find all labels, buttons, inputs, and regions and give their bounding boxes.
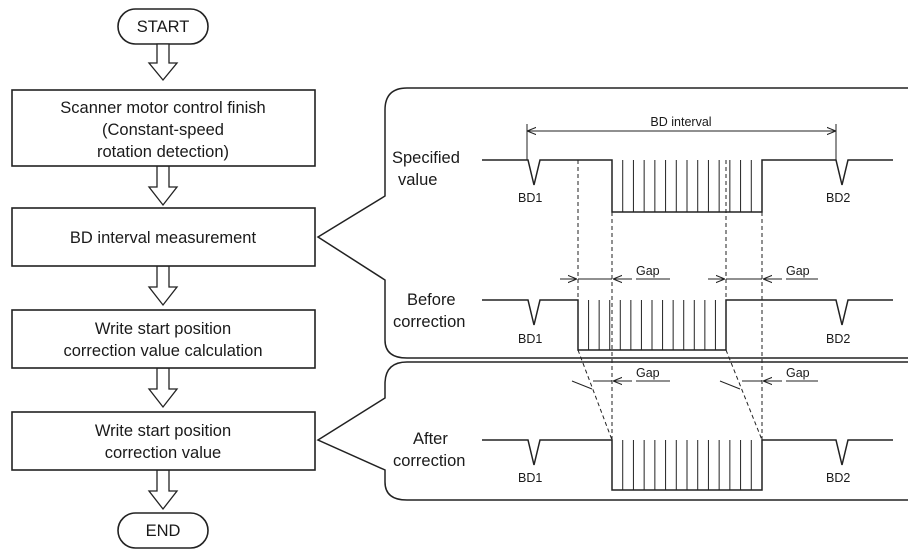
timing-specified: Specified value BD1 BD2 BD interval [392, 115, 893, 213]
after-label-1: After [413, 430, 448, 448]
end-terminal [117, 512, 209, 549]
after-gap-label-right: Gap [786, 366, 810, 380]
before-label-2: correction [393, 313, 465, 331]
flow-arrow-2 [147, 165, 179, 207]
after-bd2: BD2 [826, 471, 850, 485]
start-label: START [137, 18, 190, 36]
specified-label-1: Specified [392, 149, 460, 167]
end-label: END [146, 522, 181, 540]
before-label-1: Before [407, 291, 456, 309]
step-3-line-1: Write start position [95, 320, 231, 338]
step-2-line-1: BD interval measurement [70, 229, 257, 247]
step-scanner-motor-control [11, 89, 316, 167]
after-bd1: BD1 [518, 471, 542, 485]
after-label-2: correction [393, 452, 465, 470]
specified-data-block [622, 160, 752, 212]
after-gap-label-left: Gap [636, 366, 660, 380]
flow-arrow-4 [147, 367, 179, 409]
before-data-block [588, 300, 716, 350]
projection-lines [577, 160, 763, 441]
step-1-line-3: rotation detection) [97, 143, 229, 161]
before-gap-label-right: Gap [786, 264, 810, 278]
flow-arrow-5 [147, 469, 179, 511]
step-bd-interval-measurement [11, 207, 316, 267]
bd-interval-label: BD interval [650, 115, 711, 129]
before-bd2: BD2 [826, 332, 850, 346]
timing-after: After correction BD1 BD2 Gap Gap [393, 366, 893, 491]
step-4-line-2: correction value [105, 444, 221, 462]
before-bd1: BD1 [518, 332, 542, 346]
flow-arrow-1 [147, 43, 179, 82]
specified-label-2: value [398, 171, 437, 189]
before-gap-label-left: Gap [636, 264, 660, 278]
after-signal [482, 439, 893, 491]
step-write-correction-value [11, 411, 316, 471]
step-1-line-1: Scanner motor control finish [60, 99, 265, 117]
step-3-line-2: correction value calculation [63, 342, 262, 360]
step-1-line-2: (Constant-speed [102, 121, 224, 139]
step-4-line-1: Write start position [95, 422, 231, 440]
specified-bd1: BD1 [518, 191, 542, 205]
step-correction-value-calculation [11, 309, 316, 369]
after-data-block [622, 440, 752, 490]
callout-measurement [316, 87, 908, 359]
flow-arrow-3 [147, 265, 179, 307]
timing-before: Before correction BD1 BD2 Gap Gap [393, 264, 893, 351]
flowchart: START Scanner motor control finish (Cons… [11, 8, 316, 549]
specified-bd2: BD2 [826, 191, 850, 205]
callout-correction [316, 361, 908, 501]
